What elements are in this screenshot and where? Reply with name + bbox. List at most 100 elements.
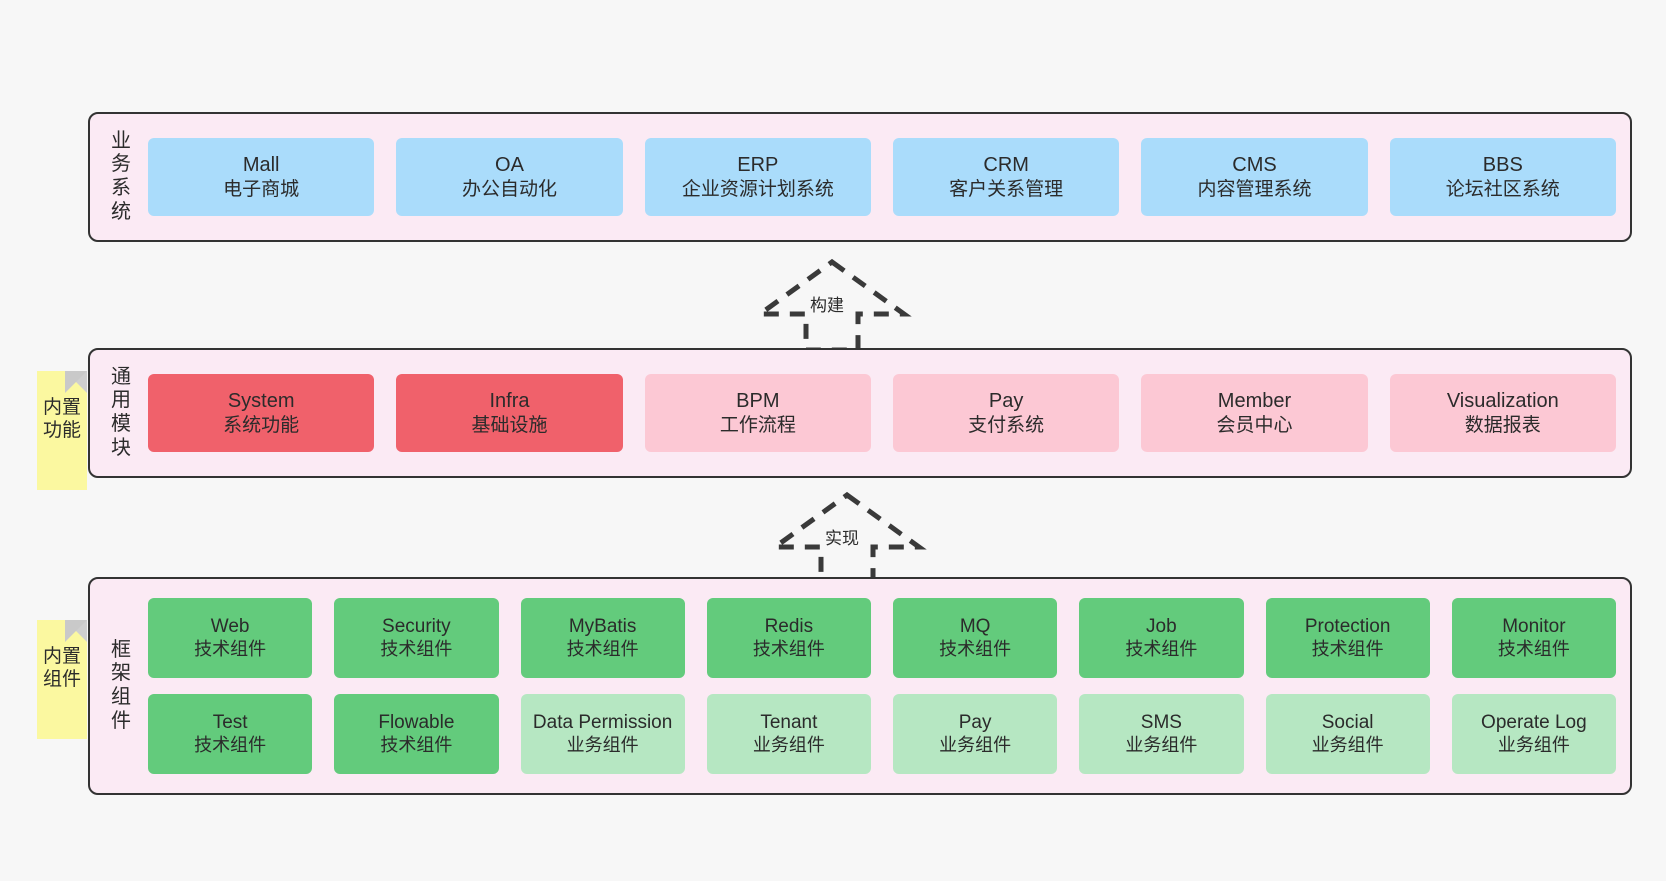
layer-common-modules: 通用模块 System 系统功能 Infra 基础设施 BPM 工作流程 Pay… <box>88 348 1632 478</box>
component-card-cn: 技术组件 <box>1311 638 1384 659</box>
component-card-social[interactable]: Social 业务组件 <box>1265 694 1430 774</box>
component-card-en: MyBatis <box>568 616 637 638</box>
module-card-cn: 系统功能 <box>223 414 300 436</box>
module-card-pay[interactable]: Pay 支付系统 <box>892 374 1120 452</box>
layer-framework-row-tech: Web 技术组件 Security 技术组件 MyBatis 技术组件 Redi… <box>148 598 1616 678</box>
module-card-en: BBS <box>1482 154 1523 177</box>
component-card-cn: 技术组件 <box>380 638 453 659</box>
module-card-crm[interactable]: CRM 客户关系管理 <box>892 138 1120 216</box>
layer-framework-components: 框架组件 Web 技术组件 Security 技术组件 MyBatis 技术组件… <box>88 577 1632 795</box>
component-card-en: Data Permission <box>532 712 673 734</box>
module-card-mall[interactable]: Mall 电子商城 <box>148 138 375 216</box>
component-card-en: Social <box>1321 712 1374 734</box>
component-card-protection[interactable]: Protection 技术组件 <box>1265 598 1430 678</box>
layer-business-cells: Mall 电子商城 OA 办公自动化 ERP 企业资源计划系统 CRM 客户关系… <box>148 114 1616 240</box>
component-card-mq[interactable]: MQ 技术组件 <box>893 598 1058 678</box>
component-card-en: MQ <box>959 616 991 638</box>
layer-framework-row-business: Test 技术组件 Flowable 技术组件 Data Permission … <box>148 694 1616 774</box>
module-card-cn: 论坛社区系统 <box>1445 178 1560 200</box>
layer-title-framework: 框架组件 <box>111 638 131 732</box>
module-card-en: ERP <box>737 154 779 177</box>
component-card-cn: 技术组件 <box>194 734 267 755</box>
generalization-arrow-build: 构建 <box>752 258 912 354</box>
component-card-sms[interactable]: SMS 业务组件 <box>1079 694 1244 774</box>
component-card-cn: 技术组件 <box>566 638 639 659</box>
module-card-en: CMS <box>1232 154 1277 177</box>
module-card-en: Member <box>1217 390 1292 413</box>
module-card-cn: 数据报表 <box>1464 414 1541 436</box>
module-card-cn: 支付系统 <box>968 414 1045 436</box>
component-card-en: Operate Log <box>1481 712 1587 734</box>
module-card-cn: 办公自动化 <box>461 178 557 200</box>
layer-title-common: 通用模块 <box>111 365 131 459</box>
component-card-job[interactable]: Job 技术组件 <box>1079 598 1244 678</box>
component-card-mybatis[interactable]: MyBatis 技术组件 <box>520 598 685 678</box>
component-card-cn: 业务组件 <box>566 734 639 755</box>
module-card-erp[interactable]: ERP 企业资源计划系统 <box>644 138 871 216</box>
component-card-web[interactable]: Web 技术组件 <box>148 598 313 678</box>
module-card-en: Mall <box>242 154 280 177</box>
component-card-cn: 业务组件 <box>939 734 1012 755</box>
module-card-visualization[interactable]: Visualization 数据报表 <box>1389 374 1616 452</box>
layer-common-row: System 系统功能 Infra 基础设施 BPM 工作流程 Pay 支付系统… <box>148 374 1616 452</box>
component-card-en: SMS <box>1140 712 1182 734</box>
component-card-monitor[interactable]: Monitor 技术组件 <box>1451 598 1616 678</box>
component-card-en: Tenant <box>760 712 818 734</box>
component-card-operate-log[interactable]: Operate Log 业务组件 <box>1451 694 1616 774</box>
component-card-cn: 业务组件 <box>752 734 825 755</box>
module-card-bbs[interactable]: BBS 论坛社区系统 <box>1389 138 1616 216</box>
component-card-en: Job <box>1146 616 1177 638</box>
module-card-cn: 基础设施 <box>471 414 548 436</box>
module-card-en: Infra <box>489 390 530 413</box>
component-card-cn: 技术组件 <box>939 638 1012 659</box>
module-card-cms[interactable]: CMS 内容管理系统 <box>1141 138 1368 216</box>
sticky-note-label: 内置功能 <box>42 397 81 441</box>
component-card-en: Protection <box>1304 616 1391 638</box>
component-card-cn: 技术组件 <box>380 734 453 755</box>
component-card-en: Test <box>212 712 248 734</box>
module-card-en: CRM <box>983 154 1029 177</box>
module-card-infra[interactable]: Infra 基础设施 <box>396 374 623 452</box>
component-card-cn: 技术组件 <box>1497 638 1570 659</box>
component-card-en: Flowable <box>378 712 455 734</box>
module-card-en: Visualization <box>1446 390 1559 413</box>
component-card-pay[interactable]: Pay 业务组件 <box>893 694 1058 774</box>
component-card-security[interactable]: Security 技术组件 <box>334 598 499 678</box>
module-card-en: OA <box>495 154 524 177</box>
generalization-arrow-implement: 实现 <box>767 491 927 587</box>
layer-title-business: 业务系统 <box>111 129 131 223</box>
component-card-cn: 技术组件 <box>1125 638 1198 659</box>
module-card-cn: 客户关系管理 <box>949 178 1064 200</box>
note-fold-corner-icon <box>65 620 87 642</box>
component-card-redis[interactable]: Redis 技术组件 <box>706 598 871 678</box>
component-card-cn: 业务组件 <box>1497 734 1570 755</box>
component-card-en: Web <box>210 616 250 638</box>
module-card-cn: 企业资源计划系统 <box>681 178 834 200</box>
component-card-cn: 业务组件 <box>1311 734 1384 755</box>
module-card-system[interactable]: System 系统功能 <box>148 374 375 452</box>
module-card-member[interactable]: Member 会员中心 <box>1141 374 1368 452</box>
component-card-en: Pay <box>958 712 992 734</box>
component-card-cn: 技术组件 <box>194 638 267 659</box>
sticky-note-label: 内置组件 <box>42 646 81 690</box>
module-card-en: System <box>227 390 295 413</box>
module-card-bpm[interactable]: BPM 工作流程 <box>644 374 871 452</box>
component-card-cn: 业务组件 <box>1125 734 1198 755</box>
module-card-cn: 电子商城 <box>223 178 300 200</box>
layer-business-systems: 业务系统 Mall 电子商城 OA 办公自动化 ERP 企业资源计划系统 CRM… <box>88 112 1632 242</box>
layer-business-row: Mall 电子商城 OA 办公自动化 ERP 企业资源计划系统 CRM 客户关系… <box>148 138 1616 216</box>
module-card-oa[interactable]: OA 办公自动化 <box>396 138 623 216</box>
component-card-tenant[interactable]: Tenant 业务组件 <box>706 694 871 774</box>
arrow-label-build: 构建 <box>810 296 844 315</box>
layer-framework-cells: Web 技术组件 Security 技术组件 MyBatis 技术组件 Redi… <box>148 579 1616 793</box>
component-card-data-permission[interactable]: Data Permission 业务组件 <box>520 694 685 774</box>
module-card-cn: 工作流程 <box>719 414 796 436</box>
component-card-en: Redis <box>764 616 814 638</box>
component-card-en: Monitor <box>1502 616 1566 638</box>
component-card-flowable[interactable]: Flowable 技术组件 <box>334 694 499 774</box>
module-card-en: Pay <box>988 390 1024 413</box>
arrow-label-implement: 实现 <box>825 529 859 548</box>
component-card-test[interactable]: Test 技术组件 <box>148 694 313 774</box>
component-card-en: Security <box>382 616 451 638</box>
